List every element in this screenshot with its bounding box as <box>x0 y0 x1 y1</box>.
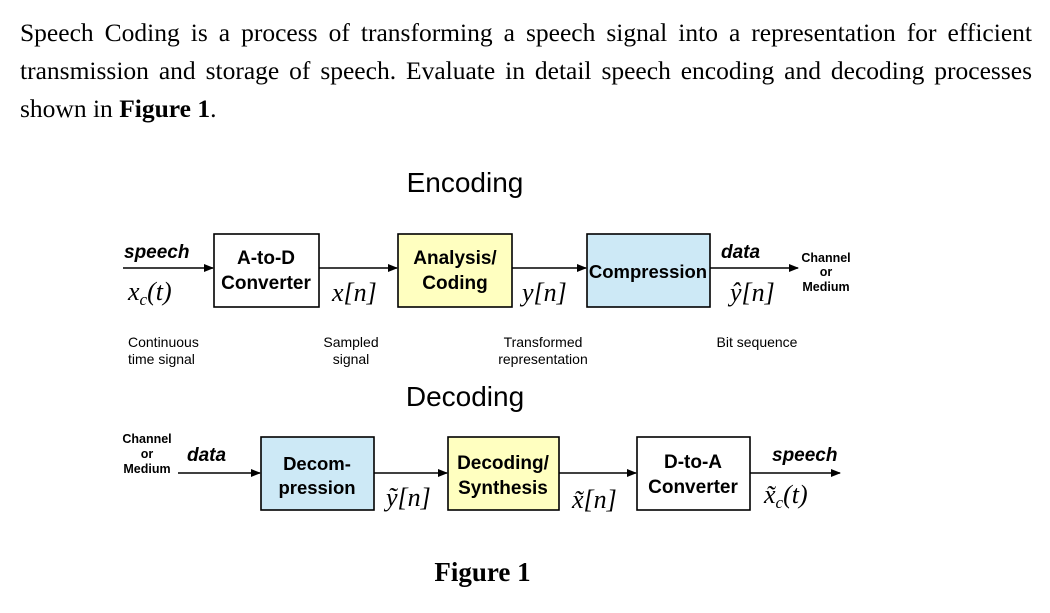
analysis-coding-block <box>397 233 513 308</box>
decoder-channel-3: Medium <box>123 462 170 476</box>
encoder-output-label: data <box>721 242 761 263</box>
decoder-output-signal: x̃c(t) <box>763 480 808 512</box>
signal-yn: y[n] <box>519 278 567 307</box>
encoding-title: Encoding <box>407 167 524 198</box>
decoder-channel-1: Channel <box>122 432 171 446</box>
desc-continuous-2: time signal <box>128 351 195 367</box>
decoder-channel-2: or <box>141 447 154 461</box>
encoder-channel-2: or <box>820 265 833 279</box>
question-end: . <box>210 94 217 123</box>
synthesis-label-2: Synthesis <box>458 478 548 499</box>
analysis-label-2: Coding <box>422 273 487 294</box>
desc-transformed-1: Transformed <box>504 334 583 350</box>
desc-bit-sequence: Bit sequence <box>717 334 798 350</box>
decoder-output-label: speech <box>772 445 837 466</box>
encoder-channel-3: Medium <box>802 280 849 294</box>
question-text: Speech Coding is a process of transformi… <box>20 14 1032 128</box>
analysis-label-1: Analysis/ <box>413 248 497 269</box>
decompression-block <box>260 436 375 511</box>
compression-block <box>586 233 711 308</box>
figure-reference: Figure 1 <box>119 94 211 123</box>
question-body: Speech Coding is a process of transformi… <box>20 18 1032 123</box>
atod-converter-block <box>213 233 320 308</box>
dtoa-label-1: D-to-A <box>664 452 722 473</box>
figure-caption: Figure 1 <box>434 557 531 587</box>
atod-label-1: A-to-D <box>237 248 295 269</box>
encoder-input-label: speech <box>124 242 189 263</box>
decoder-input-label: data <box>187 445 227 466</box>
signal-yhat: ŷ[n] <box>727 278 775 307</box>
dtoa-label-2: Converter <box>648 477 738 498</box>
signal-ytilde: ỹ[n] <box>383 483 431 512</box>
signal-xtilde: x̃[n] <box>571 485 617 514</box>
compression-label: Compression <box>589 261 707 282</box>
desc-sampled-2: signal <box>333 351 370 367</box>
desc-continuous-1: Continuous <box>128 334 199 350</box>
encoder-input-signal: xc(t) <box>127 277 172 309</box>
encoder-channel-1: Channel <box>801 251 850 265</box>
synthesis-label-1: Decoding/ <box>457 453 550 474</box>
decoding-title: Decoding <box>406 381 524 412</box>
signal-xn: x[n] <box>331 278 377 307</box>
desc-sampled-1: Sampled <box>323 334 378 350</box>
dtoa-converter-block <box>636 436 751 511</box>
atod-label-2: Converter <box>221 273 311 294</box>
desc-transformed-2: representation <box>498 351 588 367</box>
decompression-label-2: pression <box>278 477 355 498</box>
decompression-label-1: Decom- <box>283 453 351 474</box>
